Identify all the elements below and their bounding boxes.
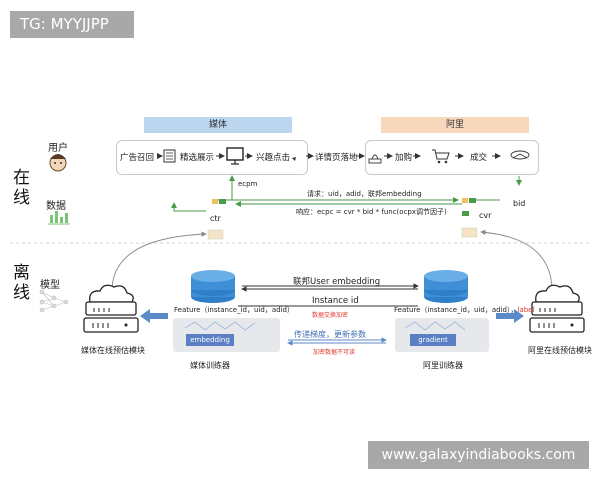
gradient-chip: gradient (410, 334, 456, 346)
flow-featured-display: 精选展示 (180, 153, 215, 163)
flow-ad-recall: 广告召回 (120, 153, 155, 163)
cvr-chip-yellow (462, 198, 468, 203)
encrypt-untrusted-label: 加密数据不可读 (313, 349, 356, 356)
right-blue-arrow (496, 309, 524, 323)
section-offline-label: 离线 (13, 263, 30, 303)
handshake-icon (510, 150, 530, 160)
request-label: 请求：uid，adid，联邦embedding (307, 190, 422, 198)
cvr-chip-green (469, 198, 476, 203)
media-flow-box (116, 140, 308, 175)
media-model-server-icon (83, 284, 139, 333)
media-server-icon (207, 229, 224, 240)
ali-header: 阿里 (381, 117, 529, 133)
model-label: 模型 (40, 280, 60, 291)
feature-left-label: Feature（instance_id，uid，adid） (174, 306, 294, 314)
feature-right-label: Feature（instance_id，uid，adid），label (394, 305, 534, 315)
ctr-label: ctr (210, 214, 221, 223)
watermark-top: TG: MYYJJPP (10, 11, 134, 38)
pass-gradient-label: 传递梯度，更新参数 (294, 330, 366, 339)
data-label: 数据 (46, 201, 66, 212)
flow-deal: 成交 (470, 153, 488, 163)
left-blue-arrow (140, 309, 168, 323)
media-network-decoration (184, 321, 256, 331)
flow-add-cart: 加购 (395, 153, 413, 163)
ali-model-label: 阿里在线预估模块 (528, 346, 592, 355)
instance-id-label: Instance id (312, 296, 359, 306)
ecpm-label: ecpm (238, 180, 258, 188)
ali-trainer-label: 阿里训练器 (423, 361, 463, 370)
ali-database-icon (424, 270, 468, 303)
media-model-label: 媒体在线预估模块 (81, 346, 145, 355)
response-label: 响应：ecpc = cvr * bid * func(ocpx调节因子) (296, 208, 447, 216)
ali-flow-box (365, 140, 539, 175)
ali-model-server-icon (529, 284, 585, 333)
encrypt-exchange-label: 数据交换加密 (312, 312, 349, 319)
cursor-icon (292, 157, 296, 161)
user-avatar-icon (49, 154, 67, 172)
embedding-chip: embedding (186, 334, 234, 346)
flow-detail-landing: 详情页落地 (315, 153, 358, 163)
cvr-chip-green-2 (462, 211, 469, 216)
ctr-chip-yellow (212, 199, 218, 204)
flow-interest-click: 兴趣点击 (256, 153, 291, 163)
ali-server-icon (461, 227, 478, 238)
fed-embedding-label: 联邦User embedding (293, 277, 381, 287)
ctr-chip-green (219, 199, 226, 204)
neural-network-icon (39, 289, 69, 313)
media-database-icon (191, 270, 235, 303)
cvr-label: cvr (479, 211, 492, 220)
feature-right-text: Feature（instance_id，uid，adid）， (394, 306, 518, 314)
ali-network-decoration (404, 321, 466, 331)
bar-chart-icon (48, 211, 70, 225)
monitor-icon (226, 147, 244, 165)
watermark-bottom: www.galaxyindiabooks.com (368, 441, 589, 469)
bid-label: bid (513, 199, 526, 208)
media-header: 媒体 (144, 117, 292, 133)
user-label: 用户 (48, 143, 68, 154)
cart-icon (432, 149, 450, 164)
section-online-label: 在线 (13, 168, 30, 208)
feature-right-label-word: label (517, 306, 535, 314)
media-trainer-label: 媒体训练器 (190, 361, 230, 370)
scale-icon (368, 154, 382, 164)
